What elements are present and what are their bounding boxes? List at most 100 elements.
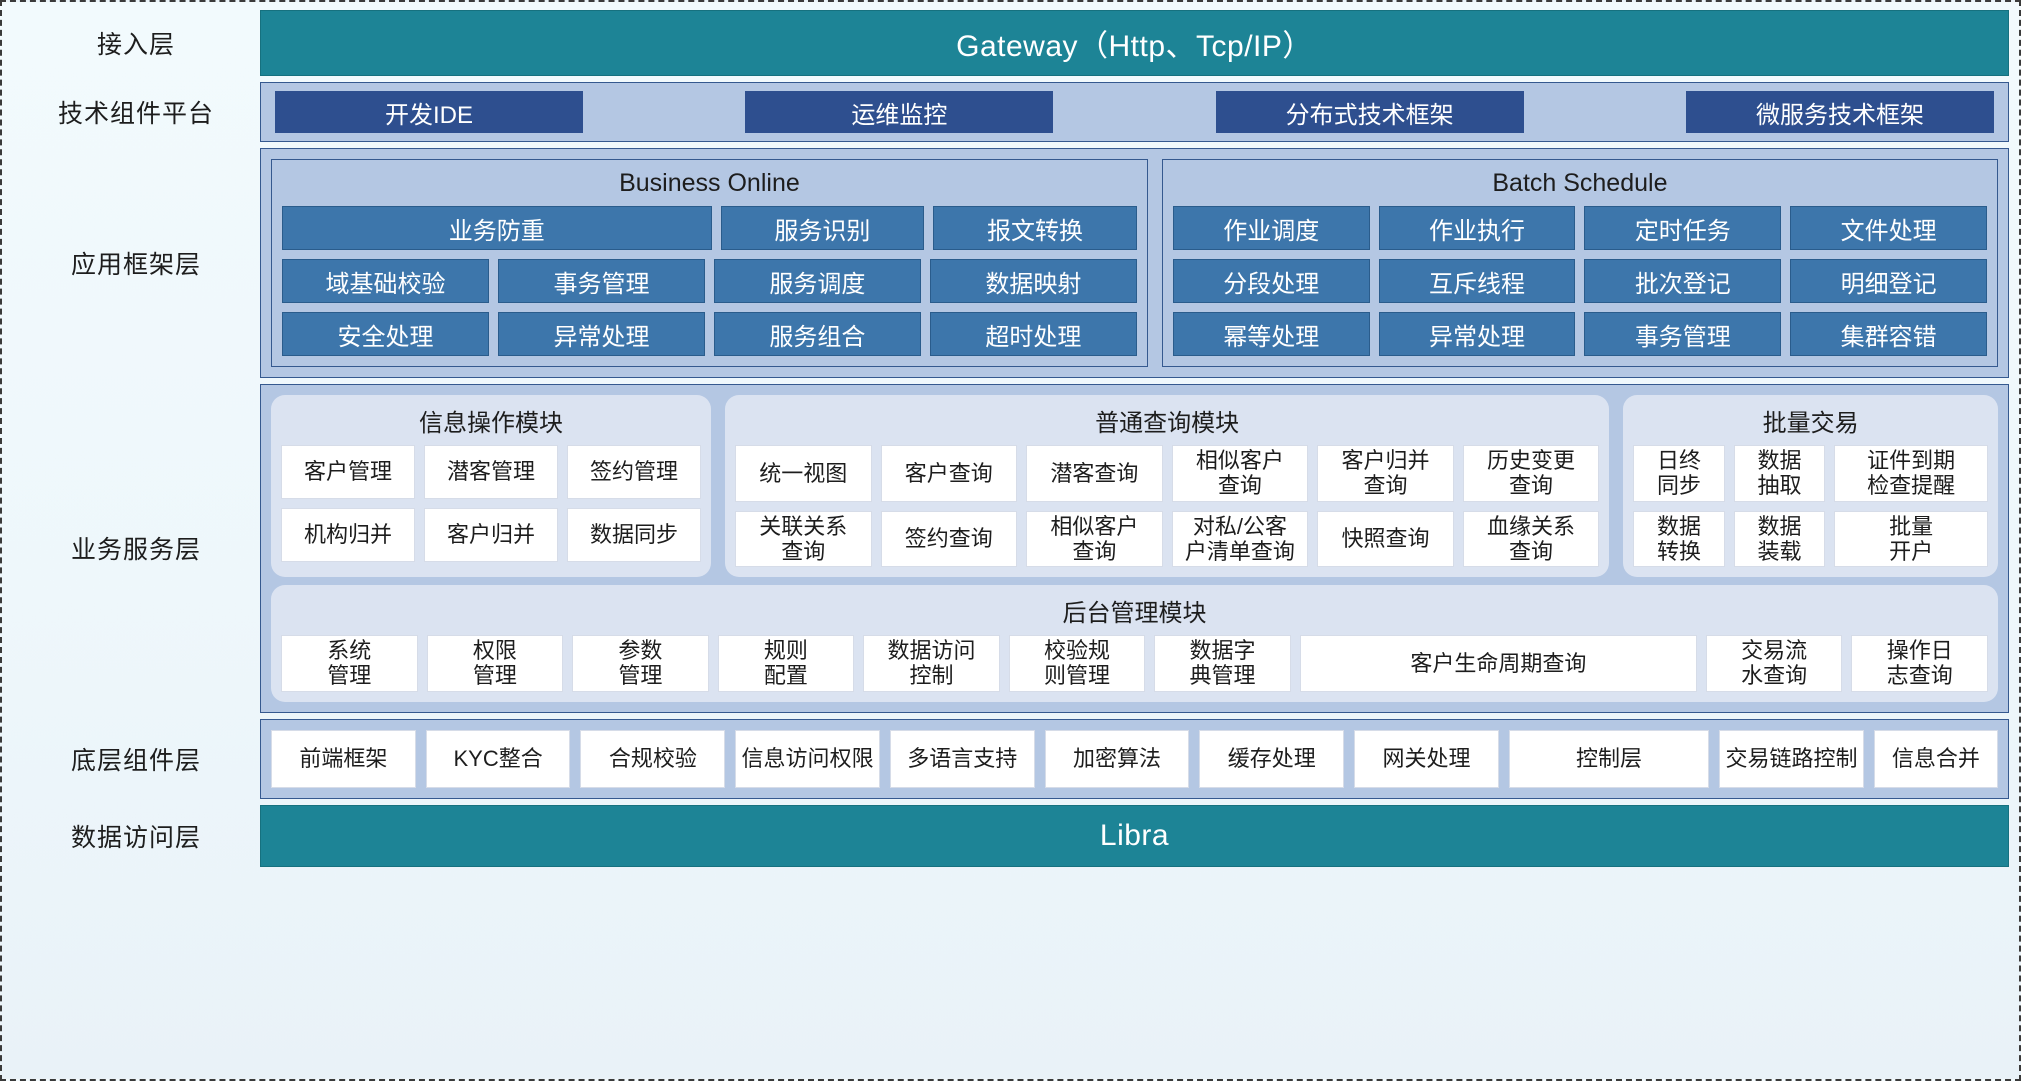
group-title-business-online: Business Online (619, 169, 800, 197)
cell-frontend-framework[interactable]: 前端框架 (271, 729, 416, 788)
module-title-info-ops: 信息操作模块 (418, 410, 563, 437)
tech-button-ops[interactable]: 运维监控 (745, 91, 1054, 133)
cell-history-change-query[interactable]: 历史变更查询 (1462, 445, 1600, 502)
bsch-cell-segment-process[interactable]: 分段处理 (1172, 259, 1370, 303)
cell-customer-merge-query[interactable]: 客户归并查询 (1317, 445, 1454, 502)
tech-button-ide[interactable]: 开发IDE (275, 91, 583, 133)
cell-data-extract[interactable]: 数据抽取 (1733, 445, 1826, 502)
cell-param-mgmt[interactable]: 参数管理 (572, 635, 709, 692)
bsch-cell-cluster-failover[interactable]: 集群容错 (1790, 312, 1987, 356)
bo-cell-message-transform[interactable]: 报文转换 (933, 206, 1137, 250)
layer-row-data-access: 数据访问层 Libra (12, 804, 2009, 867)
cell-similar-customer-query[interactable]: 相似客户查询 (1171, 445, 1309, 502)
cell-encryption-algorithm[interactable]: 加密算法 (1044, 729, 1190, 788)
bo-row-3: 安全处理 异常处理 服务组合 超时处理 (282, 312, 1137, 356)
common-query-row-1: 统一视图 客户查询 潜客查询 相似客户查询 客户归并查询 历史变更查询 (734, 445, 1600, 502)
cell-unified-view[interactable]: 统一视图 (734, 445, 872, 502)
cell-text: 网关 (1382, 746, 1427, 772)
common-query-row-2: 关联关系查询 签约查询 相似客户查询 对私/公客户清单查询 快照查询 血缘关系查… (734, 510, 1600, 568)
cell-similar-customer-query-2[interactable]: 相似客户查询 (1026, 510, 1163, 568)
bo-cell-service-recognition[interactable]: 服务识别 (720, 206, 925, 250)
cell-customer-merge[interactable]: 客户归并 (423, 508, 558, 562)
bo-cell-domain-validate[interactable]: 域基础校验 (282, 259, 489, 303)
tech-button-microservice[interactable]: 微服务技术框架 (1685, 91, 1994, 133)
cell-kyc-integration[interactable]: KYC整合 (425, 729, 571, 788)
bsch-cell-job-exec[interactable]: 作业执行 (1378, 206, 1576, 250)
bsch-cell-idempotent[interactable]: 幂等处理 (1172, 312, 1370, 356)
cell-rule-config[interactable]: 规则配置 (717, 635, 855, 692)
cell-validation-rule-mgmt[interactable]: 校验规则管理 (1008, 635, 1146, 692)
cell-operation-log-query[interactable]: 操作日志查询 (1851, 635, 1988, 692)
cell-customer-query[interactable]: 客户查询 (880, 445, 1018, 502)
bsch-cell-job-schedule[interactable]: 作业调度 (1172, 206, 1370, 250)
cell-data-transform[interactable]: 数据转换 (1633, 510, 1725, 568)
bo-cell-business-dedup[interactable]: 业务防重 (282, 206, 712, 250)
cell-system-mgmt[interactable]: 系统管理 (281, 635, 418, 692)
cell-org-merge[interactable]: 机构归并 (281, 508, 415, 562)
bsch-cell-exception[interactable]: 异常处理 (1378, 312, 1576, 356)
bsch-cell-detail-register[interactable]: 明细登记 (1790, 259, 1987, 303)
cell-text: 算法 (1117, 746, 1162, 772)
cell-prospect-mgmt[interactable]: 潜客管理 (423, 445, 558, 499)
cell-data-sync[interactable]: 数据同步 (566, 508, 701, 562)
cell-text: 合规 (608, 746, 653, 772)
cell-text: 客户归并 (1341, 448, 1430, 473)
cell-lineage-query[interactable]: 血缘关系查询 (1462, 510, 1600, 568)
layer-label-access: 接入层 (96, 31, 175, 59)
bsch-cell-mutex-thread[interactable]: 互斥线程 (1378, 259, 1576, 303)
cell-personal-corp-list-query[interactable]: 对私/公客户清单查询 (1171, 510, 1309, 568)
cell-transaction-flow-query[interactable]: 交易流水查询 (1705, 635, 1843, 692)
cell-data-dictionary-mgmt[interactable]: 数据字典管理 (1154, 635, 1291, 692)
cell-cache-processing[interactable]: 缓存处理 (1199, 729, 1345, 788)
bsch-cell-transaction-mgmt[interactable]: 事务管理 (1584, 312, 1782, 356)
cell-text: 前端 (299, 746, 344, 772)
cell-batch-open-account[interactable]: 批量开户 (1834, 510, 1988, 568)
bo-cell-service-compose[interactable]: 服务组合 (713, 312, 921, 356)
cell-text: 转换 (1657, 538, 1702, 564)
cell-data-load[interactable]: 数据装载 (1733, 510, 1826, 568)
cell-text: 证件到期 (1867, 448, 1956, 473)
bo-cell-timeout[interactable]: 超时处理 (929, 312, 1137, 356)
cell-info-merge[interactable]: 信息合并 (1873, 729, 1998, 788)
cell-prospect-query[interactable]: 潜客查询 (1026, 445, 1163, 502)
cell-text: 管理 (618, 663, 663, 689)
cell-customer-mgmt[interactable]: 客户管理 (281, 445, 415, 499)
cell-relation-query[interactable]: 关联关系查询 (734, 510, 872, 568)
cell-compliance-check[interactable]: 合规校验 (580, 729, 726, 788)
layer-label-business-service: 业务服务层 (70, 536, 201, 565)
tech-platform-panel: 开发IDE 运维监控 分布式技术框架 微服务技术框架 (260, 82, 2009, 142)
module-common-query: 普通查询模块 统一视图 客户查询 潜客查询 相似客户查询 客户归并查询 历史变更… (724, 395, 1610, 578)
cell-contract-mgmt[interactable]: 签约管理 (566, 445, 701, 499)
cell-eod-sync[interactable]: 日终同步 (1633, 445, 1725, 502)
bsch-cell-file-process[interactable]: 文件处理 (1790, 206, 1987, 250)
bo-cell-security[interactable]: 安全处理 (282, 312, 489, 356)
cell-permission-mgmt[interactable]: 权限管理 (426, 635, 564, 692)
cell-text: 查询 (1509, 538, 1554, 564)
bo-row-1: 业务防重 服务识别 报文转换 (282, 206, 1137, 250)
base-components-panel: 前端框架 KYC整合 合规校验 信息访问权限 多语言支持 加密算法 缓存处理 网… (260, 718, 2009, 799)
bsch-cell-timed-task[interactable]: 定时任务 (1584, 206, 1782, 250)
cell-info-access-permission[interactable]: 信息访问权限 (735, 729, 880, 788)
cell-text: 管理 (472, 663, 517, 689)
cell-contract-query[interactable]: 签约查询 (880, 510, 1018, 568)
bo-cell-exception[interactable]: 异常处理 (497, 312, 705, 356)
cell-text: 处理 (1271, 746, 1316, 772)
cell-data-access-control[interactable]: 数据访问控制 (863, 635, 1000, 692)
bo-cell-data-mapping[interactable]: 数据映射 (929, 259, 1137, 303)
cell-text: 签约查询 (904, 526, 993, 552)
backend-admin-row: 系统管理 权限管理 参数管理 规则配置 数据访问控制 校验规则管理 数据字典管理… (281, 635, 1988, 692)
cell-text: 规则 (763, 638, 808, 664)
bo-cell-service-schedule[interactable]: 服务调度 (713, 259, 921, 303)
cell-snapshot-query[interactable]: 快照查询 (1317, 510, 1454, 568)
bo-cell-transaction-mgmt[interactable]: 事务管理 (497, 259, 705, 303)
cell-text: 权限 (829, 746, 874, 772)
cell-customer-lifecycle-query[interactable]: 客户生命周期查询 (1299, 635, 1697, 692)
cell-cert-expiry-reminder[interactable]: 证件到期检查提醒 (1834, 445, 1988, 502)
tech-button-distributed[interactable]: 分布式技术框架 (1215, 91, 1524, 133)
cell-gateway-processing[interactable]: 网关处理 (1354, 729, 1499, 788)
cell-multilanguage-support[interactable]: 多语言支持 (889, 729, 1035, 788)
cell-transaction-chain-control[interactable]: 交易链路控制 (1719, 729, 1864, 788)
cell-control-layer[interactable]: 控制层 (1508, 729, 1710, 788)
bsch-cell-batch-register[interactable]: 批次登记 (1584, 259, 1782, 303)
